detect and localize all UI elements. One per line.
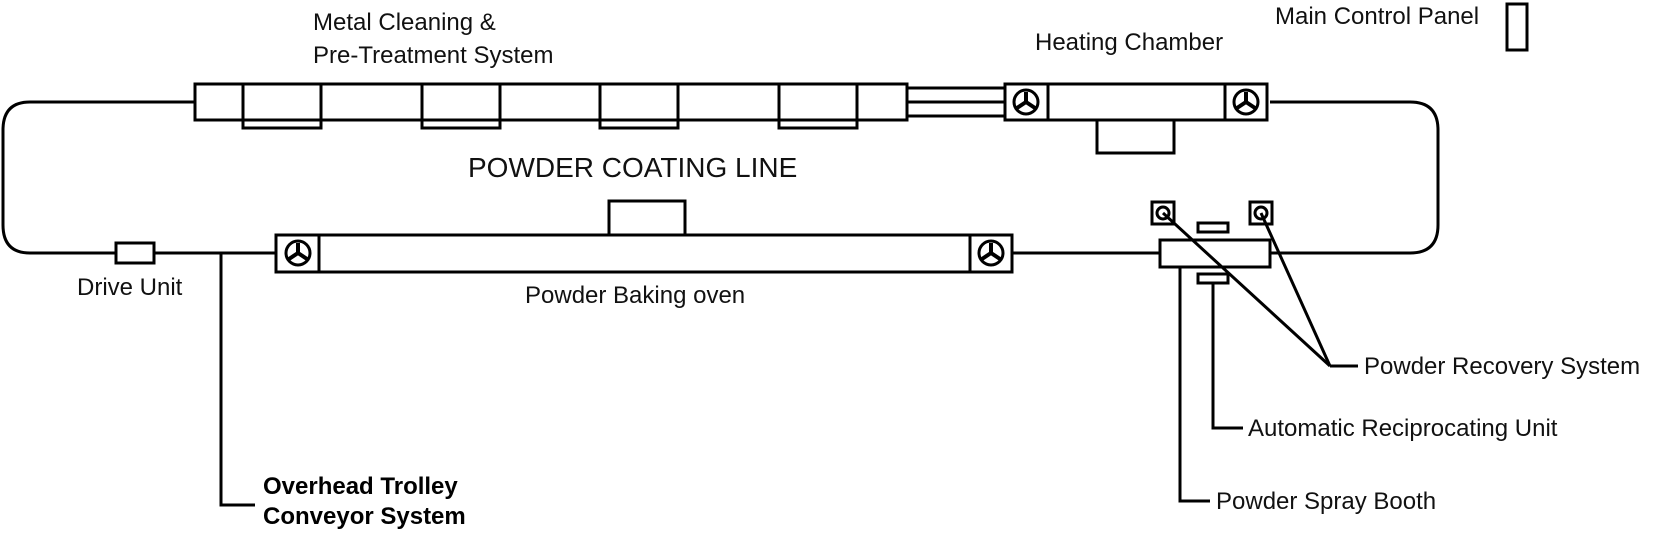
heating-chamber (1003, 82, 1269, 155)
square-circle-icon (1150, 200, 1176, 226)
fan-icon (284, 239, 312, 267)
metal-cleaning-pretreatment-system (193, 82, 909, 130)
fan-icon (1232, 88, 1260, 116)
conveyor-loop (1, 100, 1440, 255)
fan-icon (977, 239, 1005, 267)
heating-chamber-label: Heating Chamber (1035, 29, 1223, 56)
square-circle-icon (1248, 200, 1274, 226)
drive-unit-label: Drive Unit (77, 274, 183, 301)
main-control-panel-label: Main Control Panel (1275, 3, 1479, 30)
metal-cleaning-label-line2: Pre-Treatment System (313, 42, 554, 69)
overhead-trolley-label-line1: Overhead Trolley (263, 473, 458, 500)
overhead-trolley-leader (219, 253, 255, 507)
powder-spray-booth-label: Powder Spray Booth (1216, 488, 1436, 515)
leader-lines (1161, 211, 1358, 503)
powder-spray-booth (1158, 221, 1272, 285)
metal-cleaning-label-line1: Metal Cleaning & (313, 9, 496, 36)
automatic-reciprocating-unit-label: Automatic Reciprocating Unit (1248, 415, 1558, 442)
overhead-trolley-label-line2: Conveyor System (263, 503, 466, 530)
connecting-duct (907, 86, 1005, 118)
powder-recovery-system-label: Powder Recovery System (1364, 353, 1640, 380)
diagram-title: POWDER COATING LINE (468, 152, 797, 183)
main-control-panel (1505, 2, 1529, 52)
powder-baking-oven-label: Powder Baking oven (525, 282, 745, 309)
fan-icon (1012, 88, 1040, 116)
drive-unit (114, 241, 156, 265)
powder-baking-oven (274, 199, 1014, 274)
